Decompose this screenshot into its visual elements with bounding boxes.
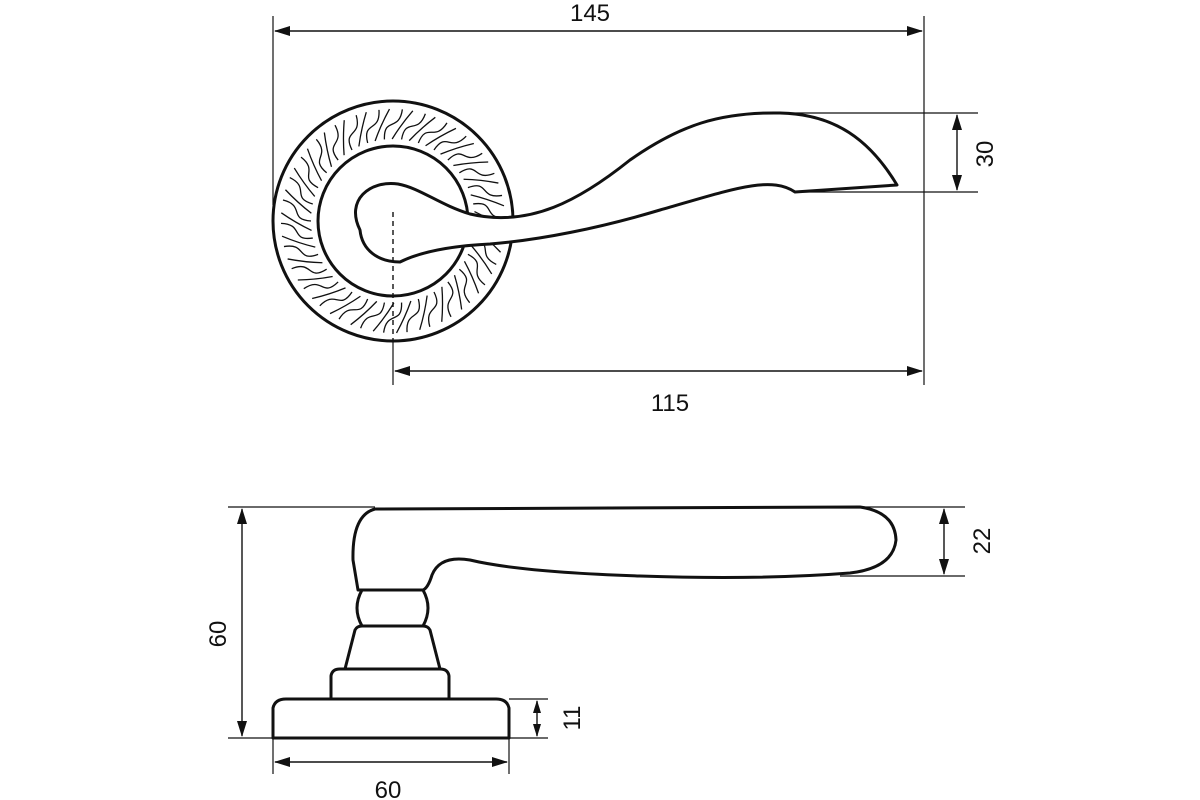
- rope-strand-inner: [425, 127, 457, 147]
- side-view: 60 22 11 60: [205, 505, 996, 800]
- rope-strand-inner: [453, 275, 463, 310]
- rope-strand-inner: [470, 245, 493, 275]
- rope-strand: [433, 135, 467, 151]
- dim-30-label: 30: [972, 141, 999, 168]
- rope-strand-inner: [453, 161, 489, 167]
- dim-22-arrow-bottom: [939, 559, 949, 575]
- rope-strand-inner: [441, 286, 444, 322]
- rope-strand-inner: [470, 194, 505, 207]
- rope-strand: [383, 109, 404, 140]
- dim-60d-label: 60: [375, 777, 402, 800]
- rope-strand: [289, 177, 313, 205]
- rope-strand: [360, 302, 386, 329]
- rope-strand-inner: [463, 260, 480, 294]
- dim-60d-arrow-left: [274, 757, 290, 767]
- rope-strand: [467, 253, 486, 286]
- dim-30-arrow-top: [952, 114, 962, 130]
- rope-strand: [447, 152, 483, 161]
- dim-11-arrow-top: [533, 700, 541, 713]
- dim-22-label: 22: [969, 528, 996, 555]
- rope-strand-inner: [329, 295, 361, 315]
- rope-strand: [382, 302, 403, 333]
- rope-strand-inner: [440, 142, 474, 155]
- rope-strand: [332, 124, 339, 161]
- rope-strand-inner: [342, 120, 345, 156]
- dim-22-arrow-top: [939, 508, 949, 524]
- rope-strand-inner: [391, 110, 414, 140]
- rope-strand-inner: [281, 235, 316, 248]
- dim-60h-label: 60: [205, 621, 232, 648]
- rope-strand-inner: [293, 167, 316, 197]
- dim-145-arrow-right: [907, 26, 923, 36]
- rope-strand: [315, 138, 328, 174]
- rope-strand-inner: [463, 178, 499, 184]
- rope-strand-inner: [358, 112, 367, 147]
- lever-collar: [343, 624, 442, 671]
- rope-strand: [458, 268, 471, 304]
- rope-strand: [447, 281, 454, 318]
- rope-strand-inner: [419, 295, 428, 330]
- rope-strand: [303, 281, 339, 290]
- rope-strand-inner: [287, 258, 323, 264]
- dim-11-label: 11: [559, 706, 586, 731]
- dim-115-label: 115: [651, 390, 689, 417]
- rope-strand: [365, 109, 380, 144]
- rope-strand: [427, 291, 438, 327]
- rope-strand-inner: [395, 300, 412, 334]
- rope-strand: [338, 298, 369, 320]
- rope-strand-inner: [323, 132, 333, 167]
- dim-30-arrow-bottom: [952, 175, 962, 191]
- rope-strand-inner: [306, 148, 323, 182]
- rope-strand-inner: [297, 275, 333, 281]
- rope-strand: [458, 168, 495, 176]
- dim-145-arrow-left: [274, 26, 290, 36]
- rope-strand: [467, 185, 503, 197]
- rope-strand: [319, 291, 353, 307]
- lever-top-outline: [354, 111, 899, 264]
- rope-strand: [300, 156, 319, 189]
- rope-strand-inner: [280, 212, 312, 232]
- rope-strand: [281, 222, 313, 240]
- rope-strand: [348, 115, 359, 151]
- dim-60d-arrow-right: [492, 757, 508, 767]
- rope-strand: [400, 113, 426, 140]
- rope-strand-inner: [312, 287, 346, 300]
- rosette-second-tier: [329, 667, 451, 701]
- dim-60h-arrow-top: [237, 508, 247, 524]
- dim-11-arrow-bottom: [533, 724, 541, 737]
- top-view: 145 115 30: [271, 0, 999, 417]
- rope-strand-inner: [408, 116, 436, 142]
- rope-strand-inner: [374, 108, 391, 142]
- dim-115-arrow-right: [907, 366, 923, 376]
- lever-side-outline: [351, 505, 898, 592]
- rope-strand-inner: [350, 300, 378, 326]
- rope-strand: [283, 245, 319, 257]
- dim-145-label: 145: [570, 0, 610, 27]
- dim-115-arrow-left: [394, 366, 410, 376]
- rope-strand-inner: [284, 189, 312, 214]
- rosette-base-plate: [271, 697, 511, 740]
- rope-strand: [282, 199, 312, 222]
- lever-neck: [355, 588, 430, 628]
- rope-strand: [291, 266, 328, 274]
- dim-60h-arrow-bottom: [237, 721, 247, 737]
- rope-strand: [406, 298, 421, 333]
- rope-strand: [417, 122, 448, 144]
